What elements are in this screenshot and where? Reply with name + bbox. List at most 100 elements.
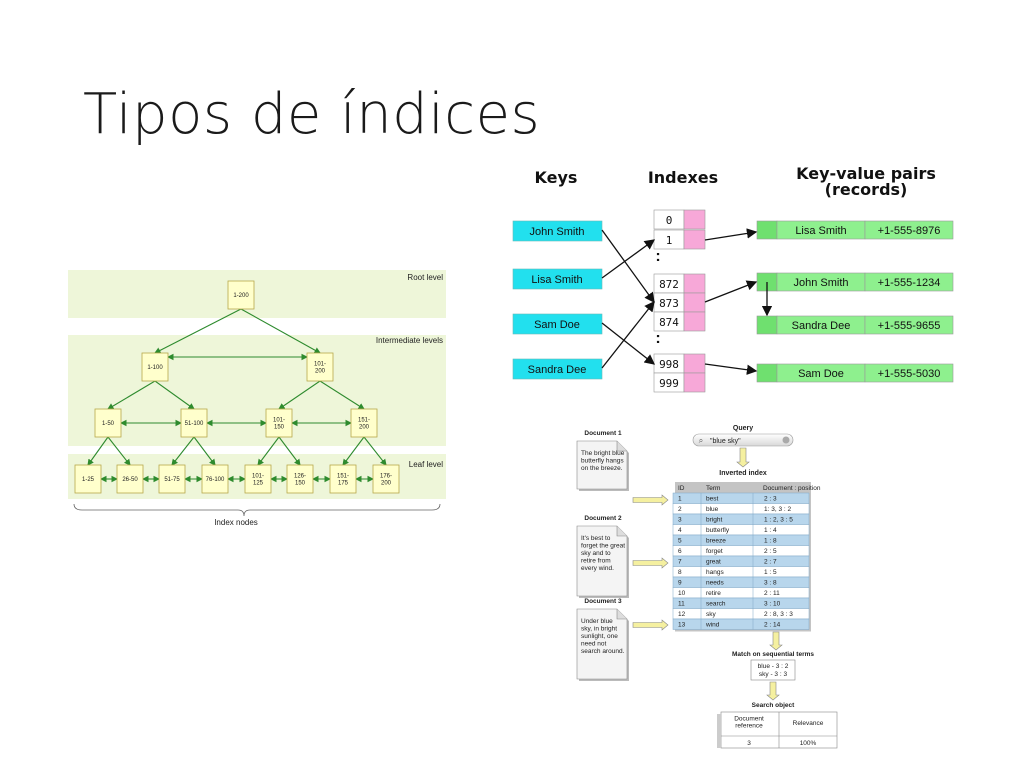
record-phone-cell [864,363,954,383]
intermediate-node [141,352,169,382]
index-pointer-cell [683,311,706,332]
tree-edge [154,308,242,354]
intermediate-level-label: Intermediate levels [376,336,443,345]
document-title: Document 3 [584,598,622,605]
inverted-cell-id: 8 [678,569,682,576]
inverted-cell-position: 1 : 5 [764,569,777,576]
record-name: John Smith [793,277,848,289]
hash-key-label: Sandra Dee [528,364,587,376]
inverted-cell-term: needs [706,580,724,587]
inverted-cell-id: 5 [678,538,682,545]
index-pointer-cell [683,229,706,250]
leaf-node-label: 151-175 [337,474,349,487]
inverted-cell-position: 2 : 5 [764,548,777,555]
leaf-node [329,464,357,494]
search-object-title: Search object [752,702,795,709]
indexes-header: Indexes [648,168,718,187]
inverted-cell-id: 11 [678,601,685,608]
inverted-cell-position: 2 : 14 [764,622,781,629]
right-arrow [632,494,669,506]
index-slot-label: 872 [659,278,679,291]
index-pointer-cell [683,209,706,230]
match-box [750,659,796,681]
inverted-row [672,618,810,630]
document-corner [616,609,627,620]
leaf-node [244,464,272,494]
inverted-index-title: Inverted index [719,470,767,477]
record-flag [756,315,778,335]
root-level-band [68,270,446,318]
records-header: Key-value pairs(records) [796,164,936,199]
down-arrow [736,447,750,468]
hash-key-label: Sam Doe [534,319,580,331]
inverted-cell-position: 2 : 7 [764,559,777,566]
inverted-cell-term: sky [706,611,717,618]
inverted-row [672,587,810,599]
index-slot-label: 874 [659,316,679,329]
inverted-column-header: Document : position [763,485,821,492]
query-value: "blue sky" [710,438,741,445]
inverted-cell-position: 3 : 10 [764,601,781,608]
index-slot-label: 873 [659,297,679,310]
inner-node-label: 151-200 [358,418,370,431]
hash-key-label: John Smith [529,226,584,238]
index-pointer-cell [683,353,706,374]
inner-node-label: 1-50 [102,421,115,427]
leaf-level-label: Leaf level [409,460,443,469]
index-slot-label: 0 [666,214,673,227]
leaf-node-label: 126-150 [294,474,306,487]
inner-node-label: 101-150 [273,418,285,431]
inverted-cell-term: bright [706,517,722,524]
hash-arrow [704,228,758,241]
hash-arrow [601,229,655,304]
inner-node [350,408,378,438]
index-pointer-cell [683,292,706,313]
leaf-node [372,464,400,494]
document-corner [616,441,627,452]
inner-node [180,408,208,438]
record-phone-cell [864,272,954,292]
leaf-node [286,464,314,494]
inverted-cell-term: search [706,601,726,608]
result-cell: 100% [800,740,817,747]
tree-edge [278,380,321,410]
tree-edge [342,436,365,466]
root-level-label: Root level [407,273,443,282]
inverted-cell-term: forget [706,548,723,555]
record-phone-cell [864,315,954,335]
inverted-cell-term: blue [706,506,719,513]
record-name: Sam Doe [798,368,844,380]
page-title: Tipos de índices [83,82,541,147]
hash-key [512,358,603,380]
record-phone: +1-555-1234 [878,277,941,289]
leaf-node [74,464,102,494]
tree-edge [171,436,195,466]
leaf-node-label: 1-25 [82,477,95,483]
index-nodes-label: Index nodes [214,518,258,527]
inverted-cell-id: 7 [678,559,682,566]
intermediate-level-band [68,335,446,446]
root-node [227,280,255,310]
leaf-node [158,464,186,494]
inverted-cell-term: wind [705,622,720,629]
inverted-cell-position: 2 : 3 [764,496,777,503]
inverted-row [672,566,810,578]
document-corner [616,526,627,537]
hash-key-label: Lisa Smith [531,274,582,286]
inverted-cell-term: breeze [706,538,726,545]
intermediate-node-label: 1-100 [147,365,163,371]
inner-node-label: 51-100 [185,421,204,427]
tree-edge [278,436,301,466]
inverted-cell-id: 12 [678,611,686,618]
inverted-row [672,597,810,609]
inverted-cell-position: 2 : 8, 3 : 3 [764,611,793,618]
inverted-cell-position: 3 : 8 [764,580,777,587]
hash-arrow [601,300,655,369]
record-flag [756,363,778,383]
index-nodes-brace [73,503,441,517]
